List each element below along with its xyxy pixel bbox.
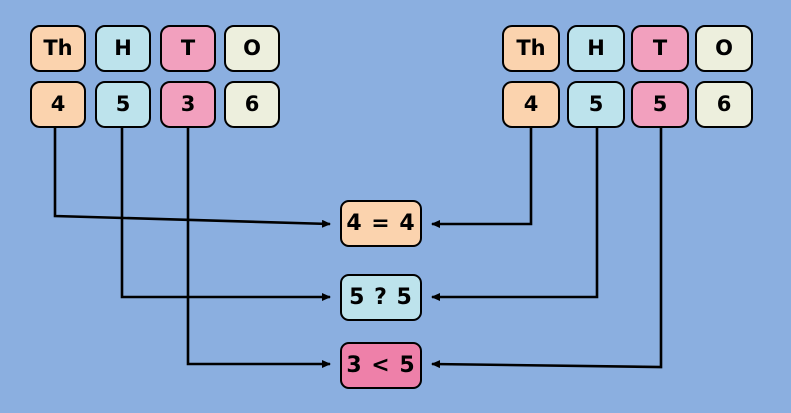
right-digit-hundreds-label: 5 — [588, 92, 604, 116]
right-header-thousands-label: Th — [516, 36, 546, 60]
left-digit-thousands-label: 4 — [50, 92, 66, 116]
left-header-hundreds: H — [95, 25, 151, 72]
left-digit-ones-label: 6 — [244, 92, 260, 116]
right-digit-ones-label: 6 — [716, 92, 732, 116]
right-digit-ones: 6 — [695, 81, 753, 128]
right-header-tens-label: T — [652, 36, 668, 60]
comparison-hundreds: 5 ? 5 — [340, 274, 422, 321]
left-header-ones: O — [224, 25, 280, 72]
wire-right-hundreds — [431, 128, 599, 301]
left-digit-ones: 6 — [224, 81, 280, 128]
left-header-thousands-label: Th — [43, 36, 73, 60]
left-header-ones-label: O — [243, 36, 261, 60]
right-digit-tens-label: 5 — [652, 92, 668, 116]
right-header-ones: O — [695, 25, 753, 72]
wire-left-tens — [186, 128, 331, 368]
right-digit-tens: 5 — [631, 81, 689, 128]
left-digit-thousands: 4 — [30, 81, 86, 128]
wire-right-thousands — [431, 128, 533, 228]
right-header-tens: T — [631, 25, 689, 72]
left-digit-hundreds-label: 5 — [115, 92, 131, 116]
comparison-thousands: 4 = 4 — [340, 200, 422, 247]
left-header-tens-label: T — [180, 36, 196, 60]
right-digit-thousands-label: 4 — [523, 92, 539, 116]
right-digit-hundreds: 5 — [567, 81, 625, 128]
left-digit-hundreds: 5 — [95, 81, 151, 128]
right-header-hundreds-label: H — [587, 36, 605, 60]
right-header-hundreds: H — [567, 25, 625, 72]
comparison-tens-label: 3 < 5 — [346, 352, 416, 378]
left-header-tens: T — [160, 25, 216, 72]
comparison-hundreds-label: 5 ? 5 — [349, 284, 413, 310]
right-digit-thousands: 4 — [502, 81, 560, 128]
right-header-ones-label: O — [715, 36, 733, 60]
comparison-thousands-label: 4 = 4 — [346, 210, 416, 236]
wire-right-tens — [431, 128, 663, 369]
left-digit-tens-label: 3 — [180, 92, 196, 116]
wire-left-thousands — [53, 128, 331, 228]
comparison-tens: 3 < 5 — [340, 342, 422, 389]
wire-left-hundreds — [120, 128, 331, 301]
right-header-thousands: Th — [502, 25, 560, 72]
left-header-hundreds-label: H — [114, 36, 132, 60]
left-header-thousands: Th — [30, 25, 86, 72]
left-digit-tens: 3 — [160, 81, 216, 128]
